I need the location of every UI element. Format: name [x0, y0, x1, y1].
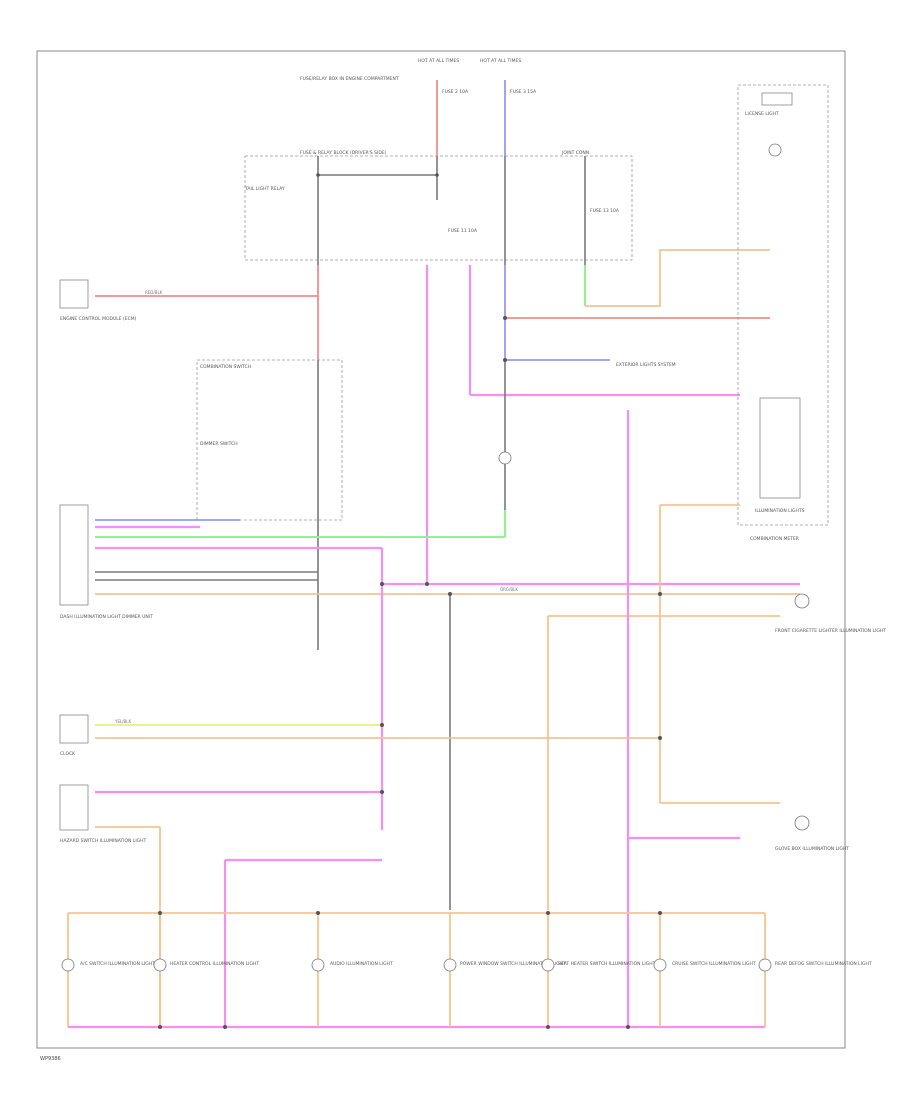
- lamp-label-2: AUDIO ILLUMINATION LIGHT: [330, 961, 393, 967]
- front-cigarette-label: FRONT CIGARETTE LIGHTER ILLUMINATION LIG…: [775, 628, 886, 634]
- dash-illum-label: DASH ILLUMINATION LIGHT DIMMER UNIT: [60, 614, 153, 620]
- bottom-lamp-2: AUDIO ILLUMINATION LIGHT: [311, 913, 393, 1027]
- wire-label-clock: YEL/BLK: [114, 719, 132, 724]
- node-16: [503, 316, 507, 320]
- clock-box: [59, 714, 89, 744]
- node-block-2: [435, 173, 439, 177]
- node-6: [380, 723, 384, 727]
- fuse-relay-block: [244, 155, 633, 261]
- dash-illum-bulb: [498, 451, 512, 465]
- combination-meter-label: COMBINATION METER: [750, 536, 799, 542]
- clock-label: CLOCK: [60, 751, 76, 757]
- node-block-1: [316, 173, 320, 177]
- lamp-label-6: REAR DEFOG SWITCH ILLUMINATION LIGHT: [775, 961, 872, 967]
- bottom-lamp-3: POWER WINDOW SWITCH ILLUMINATION LIGHT: [443, 913, 566, 1027]
- label-fuse-box: FUSE/RELAY BOX IN ENGINE COMPARTMENT: [300, 76, 399, 82]
- lamp-label-3: POWER WINDOW SWITCH ILLUMINATION LIGHT: [460, 961, 566, 967]
- license-light-bulb: [768, 143, 782, 157]
- combination-meter-box: [737, 84, 829, 526]
- node-15: [626, 1025, 630, 1029]
- hazard-box: [59, 784, 89, 831]
- lamp-label-0: A/C SWITCH ILLUMINATION LIGHT: [80, 961, 155, 967]
- node-4: [658, 592, 662, 596]
- label-block-right: JOINT CONN.: [561, 150, 591, 156]
- label-fuse-2: FUSE 3 15A: [510, 89, 537, 95]
- node-10: [546, 911, 550, 915]
- lamp-label-4: SEAT HEATER SWITCH ILLUMINATION LIGHT: [558, 961, 656, 967]
- bottom-lamp-4: SEAT HEATER SWITCH ILLUMINATION LIGHT: [541, 913, 656, 1027]
- hazard-label: HAZARD SWITCH ILLUMINATION LIGHT: [60, 838, 147, 844]
- node-8: [158, 911, 162, 915]
- label-hot-1: HOT AT ALL TIMES: [418, 58, 459, 64]
- node-11: [658, 911, 662, 915]
- lamp-bulb-0: [61, 958, 75, 972]
- lamp-bulb-6: [758, 958, 772, 972]
- lamp-bulb-2: [311, 958, 325, 972]
- bottom-lamp-5: CRUISE SWITCH ILLUMINATION LIGHT: [653, 913, 756, 1027]
- combination-switch-label: COMBINATION SWITCH: [200, 364, 251, 370]
- node-1: [380, 582, 384, 586]
- node-14: [546, 1025, 550, 1029]
- ecm-label: ENGINE CONTROL MODULE (ECM): [60, 316, 137, 322]
- node-2: [425, 582, 429, 586]
- meter-top-box: [761, 92, 793, 106]
- node-5: [658, 736, 662, 740]
- label-relay-1: TAIL LIGHT RELAY: [244, 186, 285, 192]
- label-fuse-1: FUSE 2 10A: [442, 89, 469, 95]
- node-12: [158, 1025, 162, 1029]
- illumination-lights-label: ILLUMINATION LIGHTS: [755, 508, 805, 514]
- cig-lighter-bulb: [794, 593, 810, 609]
- license-light-label: LICENSE LIGHT: [745, 111, 779, 117]
- footer-code: WP9386: [40, 1056, 61, 1062]
- illumination-lights-box: [759, 397, 801, 499]
- lamp-bulb-5: [653, 958, 667, 972]
- glove-box-bulb: [794, 815, 810, 831]
- lamp-label-1: HEATER CONTROL ILLUMINATION LIGHT: [170, 961, 259, 967]
- node-3: [448, 592, 452, 596]
- wire-org-license: [585, 249, 770, 307]
- label-relay-2: FUSE 11 10A: [448, 228, 478, 234]
- label-hot-2: HOT AT ALL TIMES: [480, 58, 521, 64]
- label-relay-3: FUSE 13 10A: [590, 208, 620, 214]
- bottom-lamp-1: HEATER CONTROL ILLUMINATION LIGHT: [153, 913, 259, 1027]
- dimmer-switch-label: DIMMER SWITCH: [200, 441, 238, 447]
- glove-box-label: GLOVE BOX ILLUMINATION LIGHT: [775, 846, 849, 852]
- lamp-label-5: CRUISE SWITCH ILLUMINATION LIGHT: [672, 961, 756, 967]
- label-block-left: FUSE & RELAY BLOCK (DRIVER'S SIDE): [300, 150, 387, 156]
- bottom-lamp-6: REAR DEFOG SWITCH ILLUMINATION LIGHT: [758, 913, 872, 1027]
- bottom-lamp-0: A/C SWITCH ILLUMINATION LIGHT: [61, 913, 155, 1027]
- combination-switch-box: [196, 359, 343, 521]
- ecm-box: [59, 279, 89, 309]
- wire-label-ecm: RED/BLK: [145, 290, 163, 295]
- node-9: [316, 911, 320, 915]
- node-13: [223, 1025, 227, 1029]
- node-17: [503, 358, 507, 362]
- diagram-frame: [36, 50, 846, 1049]
- dash-illum-box: [59, 504, 89, 606]
- lamp-bulb-1: [153, 958, 167, 972]
- lamp-bulb-3: [443, 958, 457, 972]
- node-7: [380, 790, 384, 794]
- exterior-lights-label: EXTERIOR LIGHTS SYSTEM: [616, 362, 676, 368]
- lamp-bulb-4: [541, 958, 555, 972]
- wire-label-dash-org: ORG/BLK: [500, 587, 518, 592]
